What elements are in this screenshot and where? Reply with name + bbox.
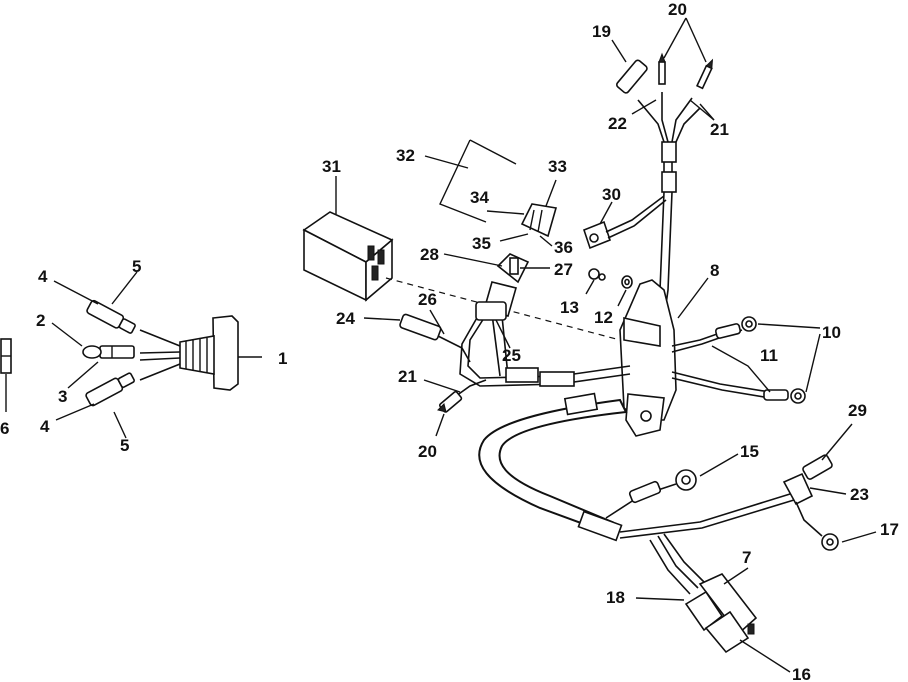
callout-5-upper: 5 — [132, 257, 141, 276]
callout-35: 35 — [472, 234, 491, 253]
callout-18: 18 — [606, 588, 625, 607]
callout-31: 31 — [322, 157, 341, 176]
callout-25: 25 — [502, 346, 521, 365]
callout-4-upper: 4 — [38, 267, 48, 286]
relay-part-31 — [302, 176, 394, 302]
callout-22: 22 — [608, 114, 627, 133]
washer-part-12 — [617, 275, 633, 307]
connector-part-27 — [443, 253, 550, 317]
callout-3: 3 — [58, 387, 67, 406]
callout-21-left: 21 — [398, 367, 417, 386]
callout-26: 26 — [418, 290, 437, 309]
connector-body-part-1 — [212, 315, 239, 391]
callout-27: 27 — [554, 260, 573, 279]
callout-19: 19 — [592, 22, 611, 41]
callout-8: 8 — [710, 261, 719, 280]
callout-5-lower: 5 — [120, 436, 129, 455]
callout-12: 12 — [594, 308, 613, 327]
callout-17: 17 — [880, 520, 899, 539]
callout-1: 1 — [278, 349, 287, 368]
callout-20-top: 20 — [668, 0, 687, 19]
callout-32: 32 — [396, 146, 415, 165]
callout-30: 30 — [602, 185, 621, 204]
callout-20-left: 20 — [418, 442, 437, 461]
callout-10: 10 — [822, 323, 841, 342]
callout-23: 23 — [850, 485, 869, 504]
fuse-holder-group — [424, 139, 558, 247]
callout-11: 11 — [760, 346, 778, 365]
callout-29: 29 — [848, 401, 867, 420]
main-harness — [363, 17, 877, 673]
callout-34: 34 — [470, 188, 489, 207]
callout-13: 13 — [560, 298, 579, 317]
callout-16: 16 — [792, 665, 811, 682]
callout-2: 2 — [36, 311, 45, 330]
callout-21-right: 21 — [710, 120, 729, 139]
callout-4-lower: 4 — [40, 417, 50, 436]
callout-24: 24 — [336, 309, 355, 328]
callout-33: 33 — [548, 157, 567, 176]
callout-28: 28 — [420, 245, 439, 264]
plug-assembly — [0, 271, 262, 439]
callout-36: 36 — [554, 238, 573, 257]
callout-15: 15 — [740, 442, 759, 461]
screw-part-13 — [585, 268, 606, 295]
ring-terminal-part-30 — [583, 195, 667, 250]
callout-7: 7 — [742, 548, 751, 567]
callout-6: 6 — [0, 419, 9, 438]
